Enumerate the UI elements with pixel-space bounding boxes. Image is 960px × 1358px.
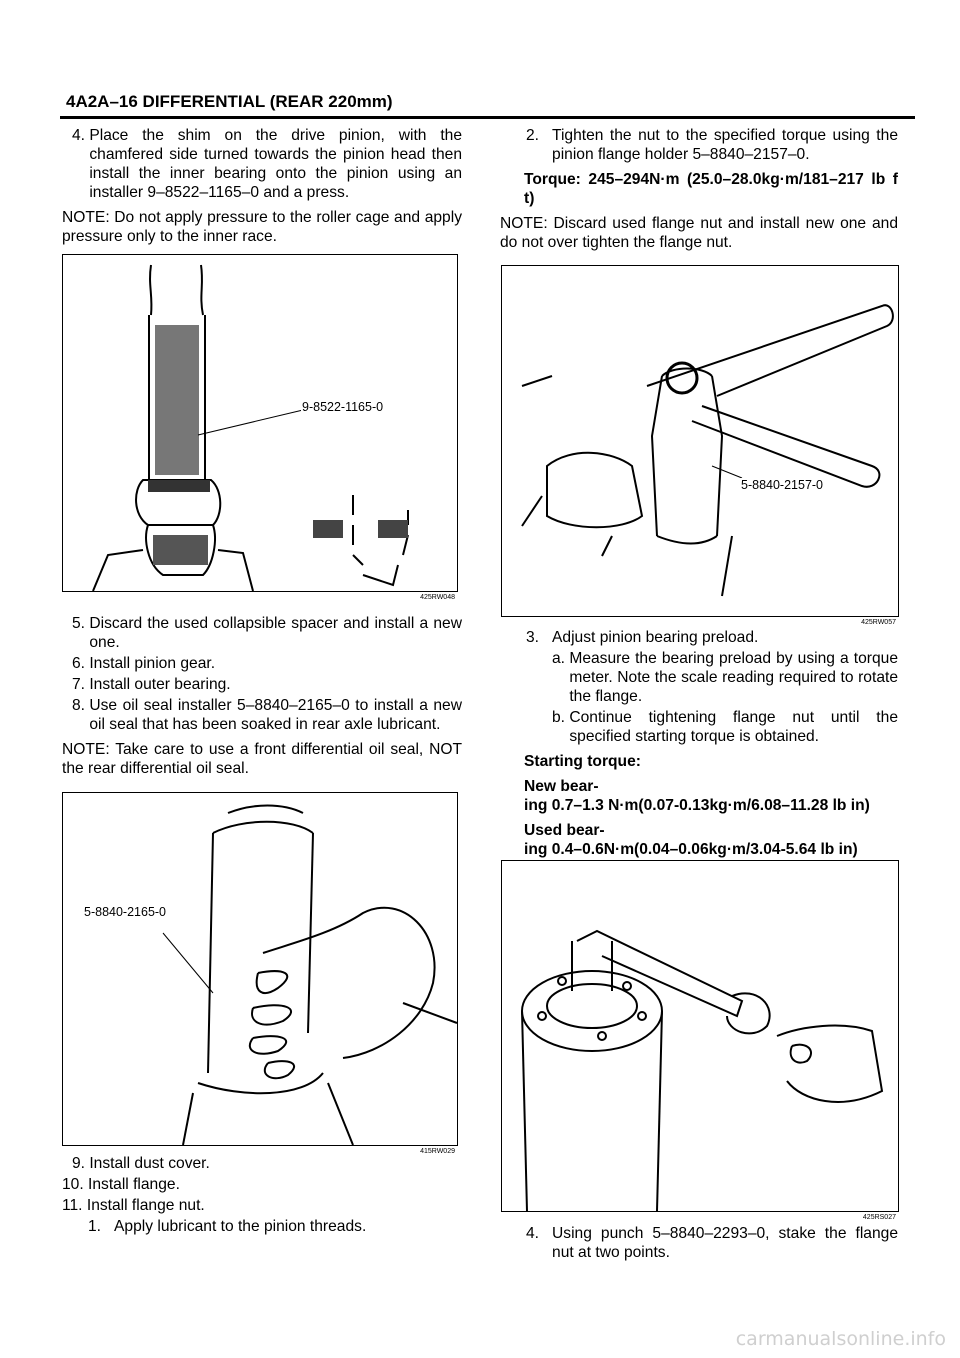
step-text: Discard the used collapsible spacer and … bbox=[89, 615, 462, 651]
step-text: Place the shim on the drive pinion, with… bbox=[89, 127, 462, 201]
substep-a: a. Measure the bearing preload by using … bbox=[500, 649, 898, 706]
step-9: 9. Install dust cover. bbox=[62, 1154, 462, 1173]
figure-oil-seal-installer: 5-8840-2165-0 415RW029 bbox=[62, 792, 458, 1155]
right-column-top: 2. Tighten the nut to the specified torq… bbox=[500, 126, 898, 258]
step-text: Adjust pinion bearing preload. bbox=[552, 629, 759, 646]
step-text: Measure the bearing preload by using a t… bbox=[569, 650, 898, 705]
figure-id: 425RW048 bbox=[420, 594, 455, 601]
left-column-mid: 5. Discard the used collapsible spacer a… bbox=[62, 614, 462, 784]
substep-2: 2. Tighten the nut to the specified torq… bbox=[500, 126, 898, 164]
step-number: 11. bbox=[62, 1197, 87, 1214]
step-text: Continue tightening flange nut until the… bbox=[569, 709, 898, 745]
figure-id: 425RW057 bbox=[861, 619, 896, 626]
step-number: 4. bbox=[72, 127, 90, 144]
step-number: 3. bbox=[526, 629, 553, 646]
step-number: b. bbox=[552, 709, 570, 726]
flange-holder-illustration bbox=[521, 304, 894, 597]
substep-b: b. Continue tightening flange nut until … bbox=[500, 708, 898, 746]
step-number: 2. bbox=[526, 127, 553, 144]
step-text: Use oil seal installer 5–8840–2165–0 to … bbox=[89, 697, 462, 733]
step-number: 5. bbox=[72, 615, 90, 632]
page-header: 4A2A–16 DIFFERENTIAL (REAR 220mm) bbox=[66, 92, 393, 111]
step-11: 11. Install flange nut. bbox=[62, 1196, 462, 1215]
step-text: Apply lubricant to the pinion threads. bbox=[114, 1218, 367, 1235]
step-5: 5. Discard the used collapsible spacer a… bbox=[62, 614, 462, 652]
note-1: NOTE: Do not apply pressure to the rolle… bbox=[62, 209, 462, 245]
header-rule bbox=[60, 116, 915, 119]
torque-spec: Torque: 245–294N·m (25.0–28.0kg·m/181–21… bbox=[524, 171, 898, 207]
step-number: a. bbox=[552, 650, 570, 667]
left-column-top: 4. Place the shim on the drive pinion, w… bbox=[62, 126, 462, 252]
step-6: 6. Install pinion gear. bbox=[62, 654, 462, 673]
step-number: 1. bbox=[88, 1218, 115, 1235]
figure-flange-holder: 5-8840-2157-0 425RW057 bbox=[501, 265, 899, 626]
watermark: carmanualsonline.info bbox=[735, 1328, 946, 1350]
substep-1: 1. Apply lubricant to the pinion threads… bbox=[62, 1217, 462, 1236]
step-7: 7. Install outer bearing. bbox=[62, 675, 462, 694]
used-bearing-value: ing 0.4–0.6N·m(0.04–0.06kg·m/3.04-5.64 l… bbox=[524, 841, 858, 858]
step-number: 9. bbox=[72, 1155, 90, 1172]
oil-seal-installer-callout: 5-8840-2165-0 bbox=[83, 905, 168, 919]
used-bearing-label: Used bear- bbox=[524, 822, 605, 839]
step-text: Install flange nut. bbox=[86, 1197, 205, 1214]
step-text: Install outer bearing. bbox=[89, 676, 231, 693]
step-number: 4. bbox=[526, 1225, 553, 1242]
substep-4: 4. Using punch 5–8840–2293–0, stake the … bbox=[500, 1224, 898, 1262]
left-column-bottom: 9. Install dust cover. 10. Install flang… bbox=[62, 1154, 462, 1242]
step-text: Tighten the nut to the specified torque … bbox=[552, 127, 898, 163]
step-number: 8. bbox=[72, 697, 90, 714]
installer-illustration bbox=[92, 264, 409, 592]
step-number: 6. bbox=[72, 655, 90, 672]
step-text: Install flange. bbox=[88, 1176, 180, 1193]
step-text: Using punch 5–8840–2293–0, stake the fla… bbox=[552, 1225, 898, 1261]
substep-3: 3. Adjust pinion bearing preload. bbox=[500, 628, 898, 647]
figure-torque-meter: 425RS027 bbox=[501, 860, 899, 1221]
installer-callout: 9-8522-1165-0 bbox=[301, 400, 385, 414]
starting-torque-label: Starting torque: bbox=[524, 753, 641, 770]
step-number: 10. bbox=[62, 1176, 89, 1193]
step-10: 10. Install flange. bbox=[62, 1175, 462, 1194]
note-2: NOTE: Take care to use a front different… bbox=[62, 741, 462, 777]
step-text: Install dust cover. bbox=[89, 1155, 210, 1172]
figure-id: 415RW029 bbox=[420, 1148, 455, 1155]
figure-id: 425RS027 bbox=[862, 1214, 896, 1221]
step-number: 7. bbox=[72, 676, 90, 693]
step-8: 8. Use oil seal installer 5–8840–2165–0 … bbox=[62, 696, 462, 734]
step-text: Install pinion gear. bbox=[89, 655, 216, 672]
new-bearing-label: New bear- bbox=[524, 778, 599, 795]
torque-meter-illustration bbox=[521, 929, 884, 1212]
step-4: 4. Place the shim on the drive pinion, w… bbox=[62, 126, 462, 202]
right-column-mid: 3. Adjust pinion bearing preload. a. Mea… bbox=[500, 628, 898, 865]
oil-seal-illustration bbox=[162, 804, 458, 1146]
right-column-bottom: 4. Using punch 5–8840–2293–0, stake the … bbox=[500, 1224, 898, 1268]
new-bearing-value: ing 0.7–1.3 N·m(0.07-0.13kg·m/6.08–11.28… bbox=[524, 797, 870, 814]
flange-holder-callout: 5-8840-2157-0 bbox=[740, 478, 825, 492]
note-3: NOTE: Discard used flange nut and instal… bbox=[500, 215, 898, 251]
figure-installer-press: 9-8522-1165-0 425RW048 bbox=[62, 254, 458, 601]
